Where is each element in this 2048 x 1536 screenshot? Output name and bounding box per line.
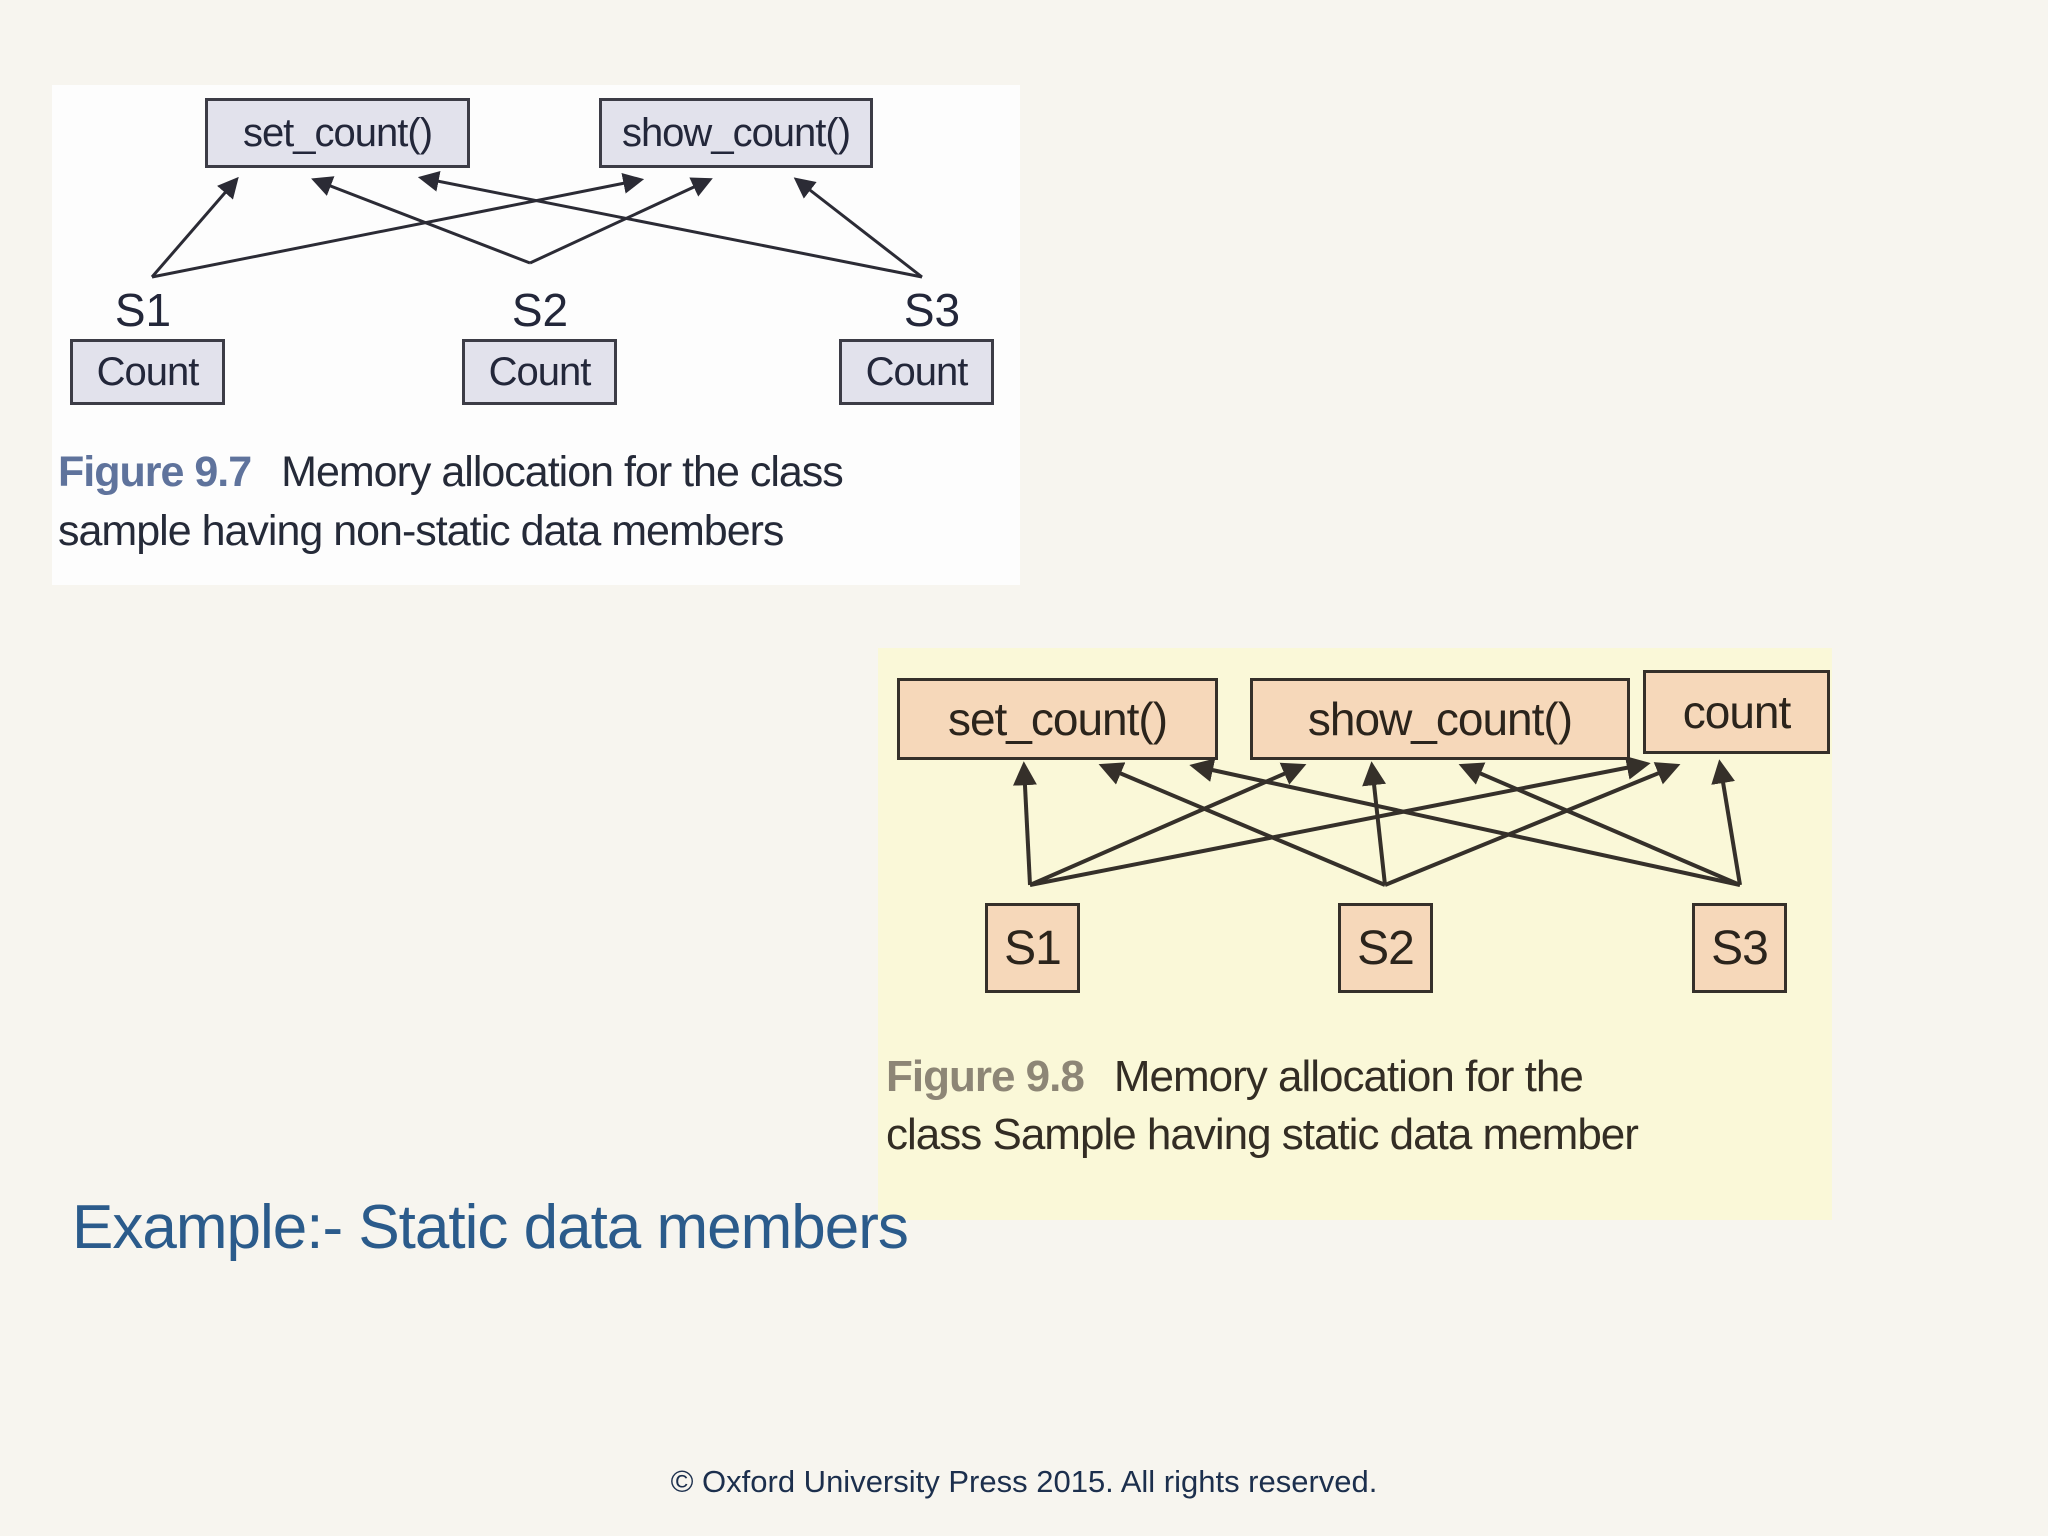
figure-9-7-caption-line2: sample having non-static data members <box>58 507 784 556</box>
figure-9-7-caption: Figure 9.7 Memory allocation for the clas… <box>58 443 1008 562</box>
figure-9-8-arrows-layer <box>1012 755 1742 887</box>
object-box-s1: S1 <box>985 903 1080 993</box>
set-count-function-box: set_count() <box>897 678 1218 760</box>
copyright-notice: © Oxford University Press 2015. All righ… <box>670 1464 1378 1499</box>
slide-heading: Example:- Static data members <box>72 1193 909 1262</box>
show-count-function-box: show_count() <box>1250 678 1630 760</box>
show-count-function-box: show_count() <box>599 98 873 168</box>
object-box-s2: S2 <box>1338 903 1433 993</box>
figure-9-8-caption-line2: class Sample having static data member <box>886 1110 1639 1160</box>
set-count-function-box: set_count() <box>205 98 470 168</box>
figure-9-8-caption-line1: Memory allocation for the <box>1113 1052 1584 1101</box>
object-label-s2: S2 <box>511 284 569 336</box>
count-member-box-s2: Count <box>462 339 617 405</box>
count-static-member-box: count <box>1643 670 1830 754</box>
count-member-box-s3: Count <box>839 339 994 405</box>
figure-9-7-caption-label: Figure 9.7 <box>58 448 252 496</box>
figure-9-7-panel: set_count() show_count() S1 S2 S3 Count … <box>52 85 1020 585</box>
figure-9-8-panel: set_count() show_count() count S1 S2 S3 … <box>878 648 1832 1220</box>
object-label-s3: S3 <box>903 284 961 336</box>
figure-9-7-arrows-layer <box>150 170 923 279</box>
count-member-box-s1: Count <box>70 339 225 405</box>
object-label-s1: S1 <box>114 284 172 336</box>
figure-9-8-caption-label: Figure 9.8 <box>886 1052 1085 1101</box>
figure-9-8-caption: Figure 9.8 Memory allocation for the clas… <box>886 1048 1826 1164</box>
object-box-s3: S3 <box>1692 903 1787 993</box>
figure-9-7-caption-line1: Memory allocation for the class <box>281 448 844 496</box>
